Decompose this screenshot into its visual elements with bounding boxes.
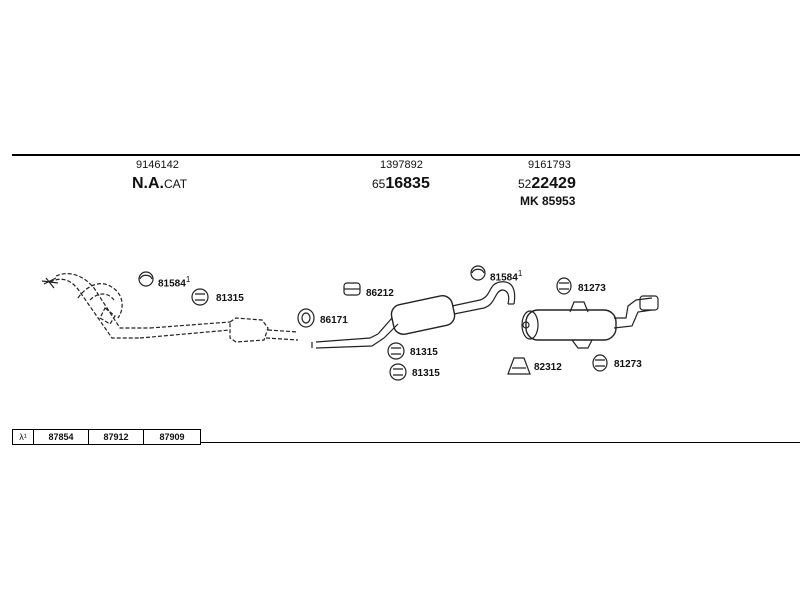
clamp-86212-icon bbox=[343, 282, 361, 296]
top-rule bbox=[12, 154, 800, 156]
part-label-81273-top: 81273 bbox=[578, 283, 606, 294]
clamp-81584-right-icon bbox=[470, 265, 486, 281]
header-main-1: N.A.CAT bbox=[132, 176, 187, 192]
header-main-3: 5222429 bbox=[518, 176, 576, 192]
header-main-1-suffix: CAT bbox=[164, 177, 188, 191]
part-label-81315-mid1: 81315 bbox=[410, 347, 438, 358]
gasket-86171-icon bbox=[297, 308, 315, 328]
clamp-81584-left-icon bbox=[138, 271, 154, 287]
part-label-82312: 82312 bbox=[534, 362, 562, 373]
bracket-82312-icon bbox=[507, 357, 531, 375]
rubber-mount-81315-mid1-icon bbox=[387, 342, 405, 360]
part-label-81584-right: 815841 bbox=[490, 270, 522, 283]
table-cell: 87912 bbox=[89, 430, 144, 444]
rubber-mount-81273-bottom-icon bbox=[592, 354, 608, 372]
part-label-81315-left: 81315 bbox=[216, 293, 244, 304]
table-cell: 87854 bbox=[34, 430, 89, 444]
part-label-81273-bottom: 81273 bbox=[614, 359, 642, 370]
bottom-rule bbox=[200, 442, 800, 443]
front-pipe-dashed-icon bbox=[49, 273, 299, 343]
header-ref-1: 9146142 bbox=[136, 159, 179, 171]
header-main-3-prefix: 52 bbox=[518, 177, 532, 191]
part-label-86171: 86171 bbox=[320, 315, 348, 326]
table-symbol: λ¹ bbox=[13, 430, 34, 444]
header-extra-3: MK 85953 bbox=[520, 194, 576, 208]
part-label-86212: 86212 bbox=[366, 288, 394, 299]
table-cell: 87909 bbox=[159, 432, 185, 442]
header-main-2-prefix: 65 bbox=[372, 177, 386, 191]
header-main-2: 6516835 bbox=[372, 176, 430, 192]
header-main-1-code: N.A. bbox=[132, 175, 164, 192]
part-81584-right-sup: 1 bbox=[517, 269, 523, 278]
rubber-mount-81315-mid2-icon bbox=[389, 363, 407, 381]
header-main-3-code: 22429 bbox=[531, 175, 576, 192]
header-ref-3: 9161793 bbox=[528, 159, 571, 171]
part-81584-left-number: 81584 bbox=[158, 278, 186, 290]
centre-pipe-icon bbox=[311, 281, 516, 349]
header-main-2-code: 16835 bbox=[385, 175, 430, 192]
rear-silencer-icon bbox=[521, 295, 659, 349]
rubber-mount-81273-top-icon bbox=[556, 277, 572, 295]
part-81584-left-sup: 1 bbox=[185, 275, 191, 284]
rubber-mount-81315-left-icon bbox=[191, 288, 209, 306]
part-81584-right-number: 81584 bbox=[490, 272, 518, 284]
reference-table: λ¹ 87854 87912 87909 bbox=[12, 429, 201, 445]
part-label-81584-left: 815841 bbox=[158, 276, 190, 289]
part-label-81315-mid2: 81315 bbox=[412, 368, 440, 379]
manifold-end-icon bbox=[41, 277, 59, 289]
header-ref-2: 1397892 bbox=[380, 159, 423, 171]
